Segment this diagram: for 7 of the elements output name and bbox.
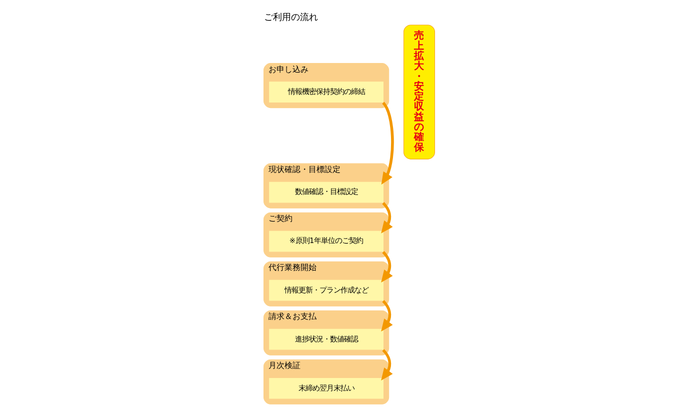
arrow xyxy=(380,349,392,380)
arrow xyxy=(380,202,392,234)
node-box: 売上拡大・安定収益の確保 xyxy=(402,24,435,160)
arrow xyxy=(380,300,392,332)
arrow xyxy=(380,251,392,282)
diagram-title: ご利用の流れ xyxy=(264,12,318,23)
arrow xyxy=(380,102,394,185)
